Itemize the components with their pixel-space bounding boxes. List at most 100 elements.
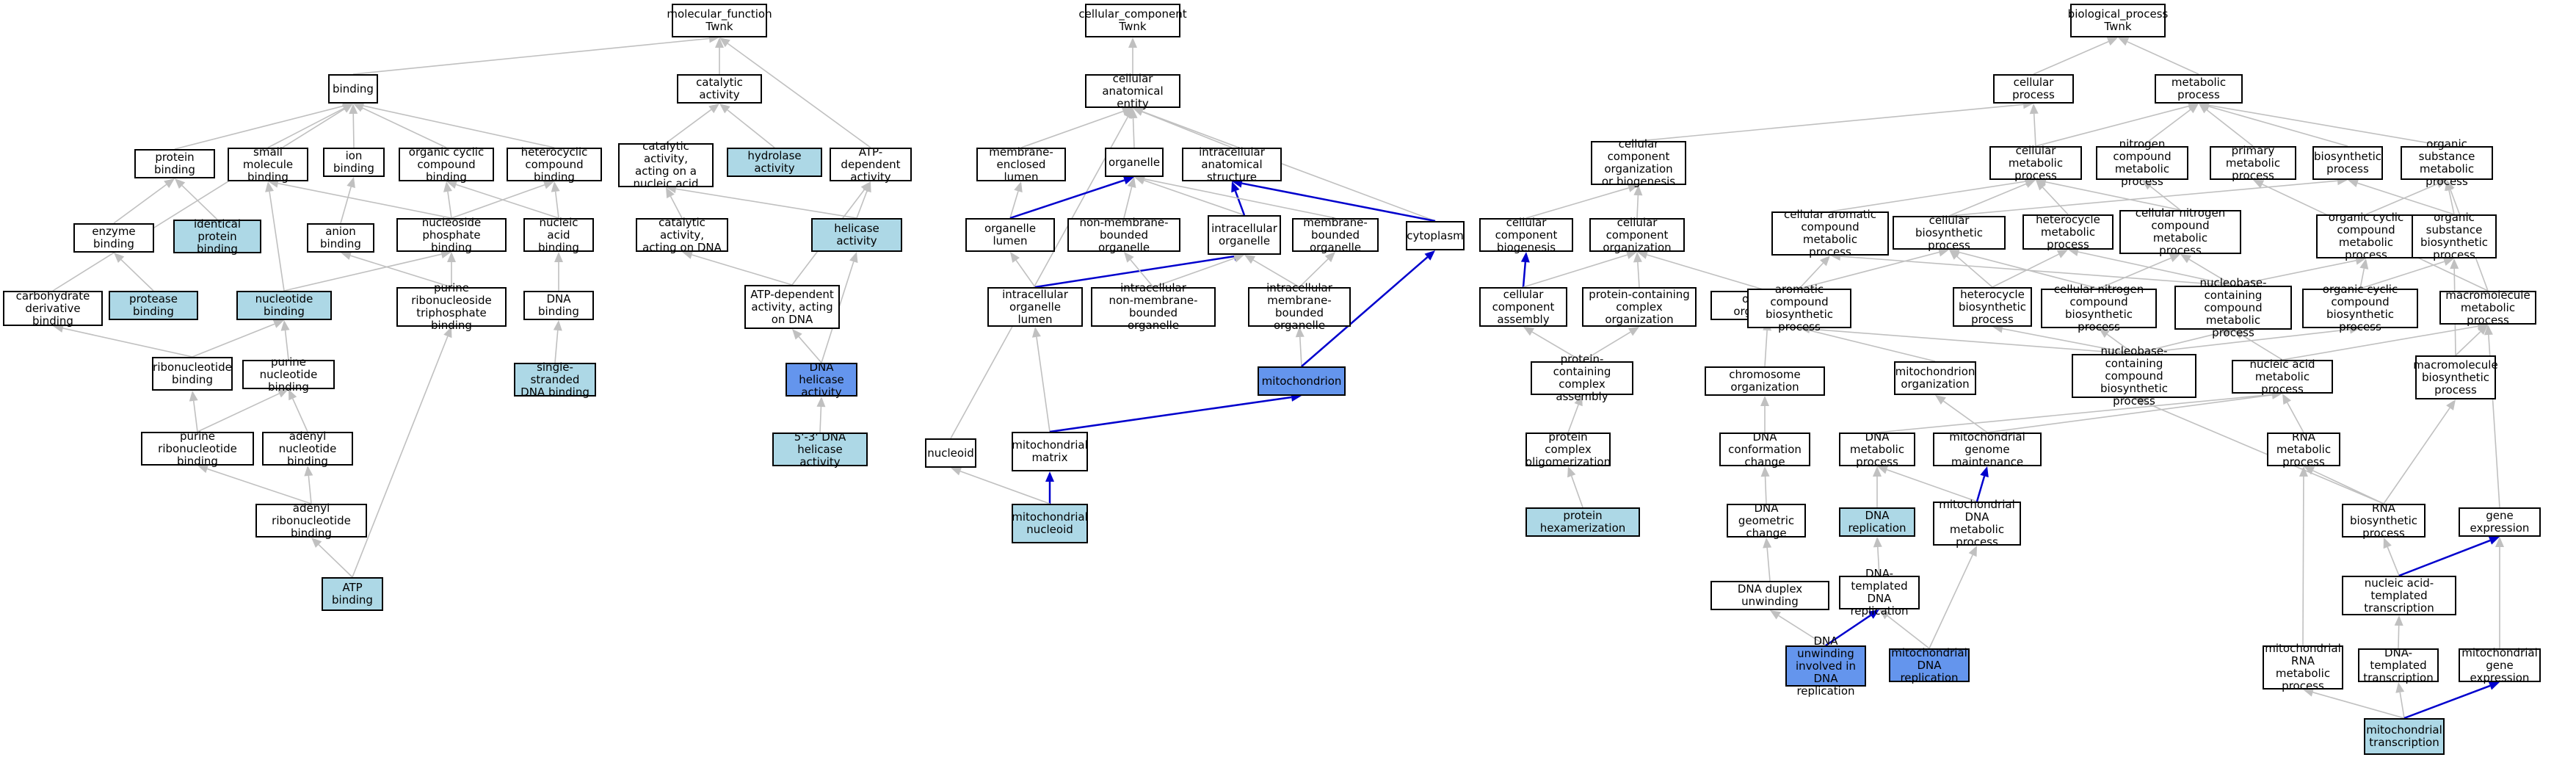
term-nucleobase-containing-compound-metabolic-process[interactable]: nucleobase-containing compound metabolic… [2174, 276, 2292, 339]
term-biosynthetic-process[interactable]: biosynthetic process [2312, 146, 2383, 180]
term-cellular-biosynthetic-process[interactable]: cellular biosynthetic process [1893, 214, 2006, 251]
term-dna-replication[interactable]: DNA replication [1839, 507, 1915, 537]
term-protein-hexamerization[interactable]: protein hexamerization [1525, 507, 1640, 537]
term-mitochondrial-genome-maintenance[interactable]: mitochondrial genome maintenance [1933, 430, 2042, 468]
term-small-molecule-binding[interactable]: small molecule binding [228, 145, 308, 183]
term-mitochondrial-dna-replication[interactable]: mitochondrial DNA replication [1889, 646, 1970, 684]
term-nucleoid[interactable]: nucleoid [925, 438, 976, 468]
term-organic-cyclic-compound-metabolic-process[interactable]: organic cyclic compound metabolic proces… [2316, 211, 2416, 261]
term-cc-root[interactable]: cellular_component Twnk [1078, 4, 1187, 37]
term-membrane-bounded-organelle[interactable]: membrane-bounded organelle [1292, 216, 1379, 253]
term-protein-containing-complex-assembly[interactable]: protein-containing complex assembly [1531, 353, 1633, 403]
term-atp-binding[interactable]: ATP binding [322, 577, 383, 611]
term-ion-binding[interactable]: ion binding [323, 148, 385, 177]
term-protein-binding[interactable]: protein binding [134, 149, 215, 178]
term-organic-cyclic-compound-binding[interactable]: organic cyclic compound binding [399, 145, 494, 183]
term-cellular-process[interactable]: cellular process [1993, 74, 2074, 104]
term-carbohydrate-derivative-binding[interactable]: carbohydrate derivative binding [3, 289, 103, 327]
term-purine-ribonucleotide-binding[interactable]: purine ribonucleotide binding [141, 430, 254, 467]
term-chromosome-organization[interactable]: chromosome organization [1705, 366, 1825, 396]
term-cellular-nitrogen-compound-metabolic-process[interactable]: cellular nitrogen compound metabolic pro… [2119, 207, 2241, 257]
term-bp-root[interactable]: biological_process Twnk [2068, 4, 2168, 37]
term-non-membrane-bounded-organelle[interactable]: non-membrane-bounded organelle [1067, 216, 1180, 253]
term-macromolecule-biosynthetic-process[interactable]: macromolecule biosynthetic process [2413, 355, 2498, 399]
term-cytoplasm[interactable]: cytoplasm [1406, 221, 1465, 250]
term-nucleic-acid-binding[interactable]: nucleic acid binding [523, 216, 594, 253]
term-mf-root[interactable]: molecular_function Twnk [667, 4, 772, 37]
term-gene-expression[interactable]: gene expression [2459, 507, 2541, 537]
term-adenyl-nucleotide-binding[interactable]: adenyl nucleotide binding [262, 430, 353, 467]
term-mitochondrial-gene-expression[interactable]: mitochondrial gene expression [2459, 646, 2541, 684]
term-anion-binding[interactable]: anion binding [307, 223, 374, 253]
term-cc-organization[interactable]: cellular component organization [1589, 216, 1685, 253]
term-organic-substance-biosynthetic-process[interactable]: organic substance biosynthetic process [2412, 211, 2497, 261]
term-rna-metabolic-process[interactable]: RNA metabolic process [2267, 430, 2340, 468]
term-cellular-nitrogen-compound-biosynthetic-process[interactable]: cellular nitrogen compound biosynthetic … [2041, 283, 2157, 333]
term-dna-helicase-activity[interactable]: DNA helicase activity [786, 361, 857, 398]
term-mitochondrial-matrix[interactable]: mitochondrial matrix [1012, 432, 1088, 471]
term-single-stranded-dna-binding[interactable]: single-stranded DNA binding [514, 361, 596, 398]
term-organelle[interactable]: organelle [1105, 148, 1164, 177]
term-rna-biosynthetic-process[interactable]: RNA biosynthetic process [2342, 502, 2426, 539]
term-binding[interactable]: binding [328, 74, 378, 104]
term-mitochondrial-transcription[interactable]: mitochondrial transcription [2364, 718, 2445, 755]
term-heterocyclic-compound-binding[interactable]: heterocyclic compound binding [507, 145, 602, 183]
term-macromolecule-metabolic-process[interactable]: macromolecule metabolic process [2439, 289, 2536, 326]
term-nucleotide-binding[interactable]: nucleotide binding [236, 291, 332, 320]
term-catalytic-activity[interactable]: catalytic activity [677, 74, 762, 104]
term-heterocycle-metabolic-process[interactable]: heterocycle metabolic process [2022, 213, 2114, 250]
term-intracellular-organelle[interactable]: intracellular organelle [1208, 215, 1281, 255]
term-metabolic-process[interactable]: metabolic process [2155, 74, 2243, 104]
term-enzyme-binding[interactable]: enzyme binding [73, 223, 154, 253]
term-mitochondrion-organization[interactable]: mitochondrion organization [1894, 361, 1976, 395]
term-intracellular-organelle-lumen[interactable]: intracellular organelle lumen [987, 287, 1083, 327]
term-dna-duplex-unwinding[interactable]: DNA duplex unwinding [1710, 581, 1829, 610]
term-catalytic-activity-dna[interactable]: catalytic activity, acting on DNA [636, 216, 728, 253]
term-mitochondrial-rna-metabolic-process[interactable]: mitochondrial RNA metabolic process [2263, 643, 2343, 692]
term-protease-binding[interactable]: protease binding [109, 291, 198, 320]
term-cellular-anatomical-entity[interactable]: cellular anatomical entity [1085, 72, 1180, 109]
term-cc-biogenesis[interactable]: cellular component biogenesis [1479, 216, 1573, 253]
term-cc-assembly[interactable]: cellular component assembly [1479, 287, 1567, 327]
term-ribonucleotide-binding[interactable]: ribonucleotide binding [152, 357, 233, 391]
term-nucleoside-phosphate-binding[interactable]: nucleoside phosphate binding [396, 216, 507, 253]
term-primary-metabolic-process[interactable]: primary metabolic process [2210, 144, 2296, 181]
term-nucleobase-containing-compound-biosynthetic-process[interactable]: nucleobase-containing compound biosynthe… [2072, 344, 2196, 407]
term-cellular-metabolic-process[interactable]: cellular metabolic process [1989, 144, 2082, 181]
term-mitochondrial-nucleoid[interactable]: mitochondrial nucleoid [1012, 504, 1088, 543]
term-dna-helicase-5-3[interactable]: 5'-3' DNA helicase activity [772, 430, 868, 468]
term-catalytic-activity-nucleic-acid[interactable]: catalytic activity, acting on a nucleic … [618, 140, 714, 190]
term-hydrolase-activity[interactable]: hydrolase activity [727, 148, 822, 177]
term-purine-nucleotide-binding[interactable]: purine nucleotide binding [242, 355, 335, 393]
term-intracellular-non-membrane-bounded-organelle[interactable]: intracellular non-membrane-bounded organ… [1091, 282, 1216, 332]
term-organic-substance-metabolic-process[interactable]: organic substance metabolic process [2401, 138, 2493, 188]
term-protein-containing-complex-organization[interactable]: protein-containing complex organization [1582, 287, 1697, 327]
term-helicase-activity[interactable]: helicase activity [811, 218, 902, 252]
term-dna-templated-dna-replication[interactable]: DNA-templated DNA replication [1839, 568, 1920, 618]
term-heterocycle-biosynthetic-process[interactable]: heterocycle biosynthetic process [1953, 287, 2032, 327]
term-intracellular-anatomical-structure[interactable]: intracellular anatomical structure [1182, 145, 1282, 183]
term-cellular-aromatic-compound-metabolic-process[interactable]: cellular aromatic compound metabolic pro… [1771, 209, 1889, 258]
term-organelle-lumen[interactable]: organelle lumen [965, 218, 1055, 252]
term-nitrogen-compound-metabolic-process[interactable]: nitrogen compound metabolic process [2096, 138, 2188, 188]
term-purine-ribonucleoside-triphosphate-binding[interactable]: purine ribonucleoside triphosphate bindi… [396, 282, 507, 332]
term-aromatic-compound-biosynthetic-process[interactable]: aromatic compound biosynthetic process [1747, 283, 1851, 333]
term-dna-conformation-change[interactable]: DNA conformation change [1719, 430, 1810, 468]
term-atp-dependent-activity[interactable]: ATP-dependent activity [830, 145, 912, 183]
term-protein-complex-oligomerization[interactable]: protein complex oligomerization [1525, 430, 1611, 468]
term-dna-binding[interactable]: DNA binding [523, 291, 594, 320]
term-organic-cyclic-compound-biosynthetic-process[interactable]: organic cyclic compound biosynthetic pro… [2302, 283, 2418, 333]
term-nucleic-acid-metabolic-process[interactable]: nucleic acid metabolic process [2232, 358, 2333, 395]
term-dna-geometric-change[interactable]: DNA geometric change [1727, 502, 1806, 539]
term-dna-templated-transcription[interactable]: DNA-templated transcription [2358, 646, 2439, 684]
term-dna-unwinding-replication[interactable]: DNA unwinding involved in DNA replicatio… [1785, 634, 1866, 697]
term-cc-organization-or-biogenesis[interactable]: cellular component organization or bioge… [1591, 138, 1686, 188]
term-nucleic-acid-templated-transcription[interactable]: nucleic acid-templated transcription [2342, 576, 2456, 615]
term-atp-dependent-activity-dna[interactable]: ATP-dependent activity, acting on DNA [744, 285, 840, 329]
term-adenyl-ribonucleotide-binding[interactable]: adenyl ribonucleotide binding [255, 502, 367, 539]
term-mitochondrion[interactable]: mitochondrion [1258, 366, 1346, 396]
term-intracellular-membrane-bounded-organelle[interactable]: intracellular membrane-bounded organelle [1248, 282, 1351, 332]
term-dna-metabolic-process[interactable]: DNA metabolic process [1839, 430, 1915, 468]
term-identical-protein-binding[interactable]: identical protein binding [173, 217, 261, 255]
term-mitochondrial-dna-metabolic-process[interactable]: mitochondrial DNA metabolic process [1933, 499, 2021, 549]
